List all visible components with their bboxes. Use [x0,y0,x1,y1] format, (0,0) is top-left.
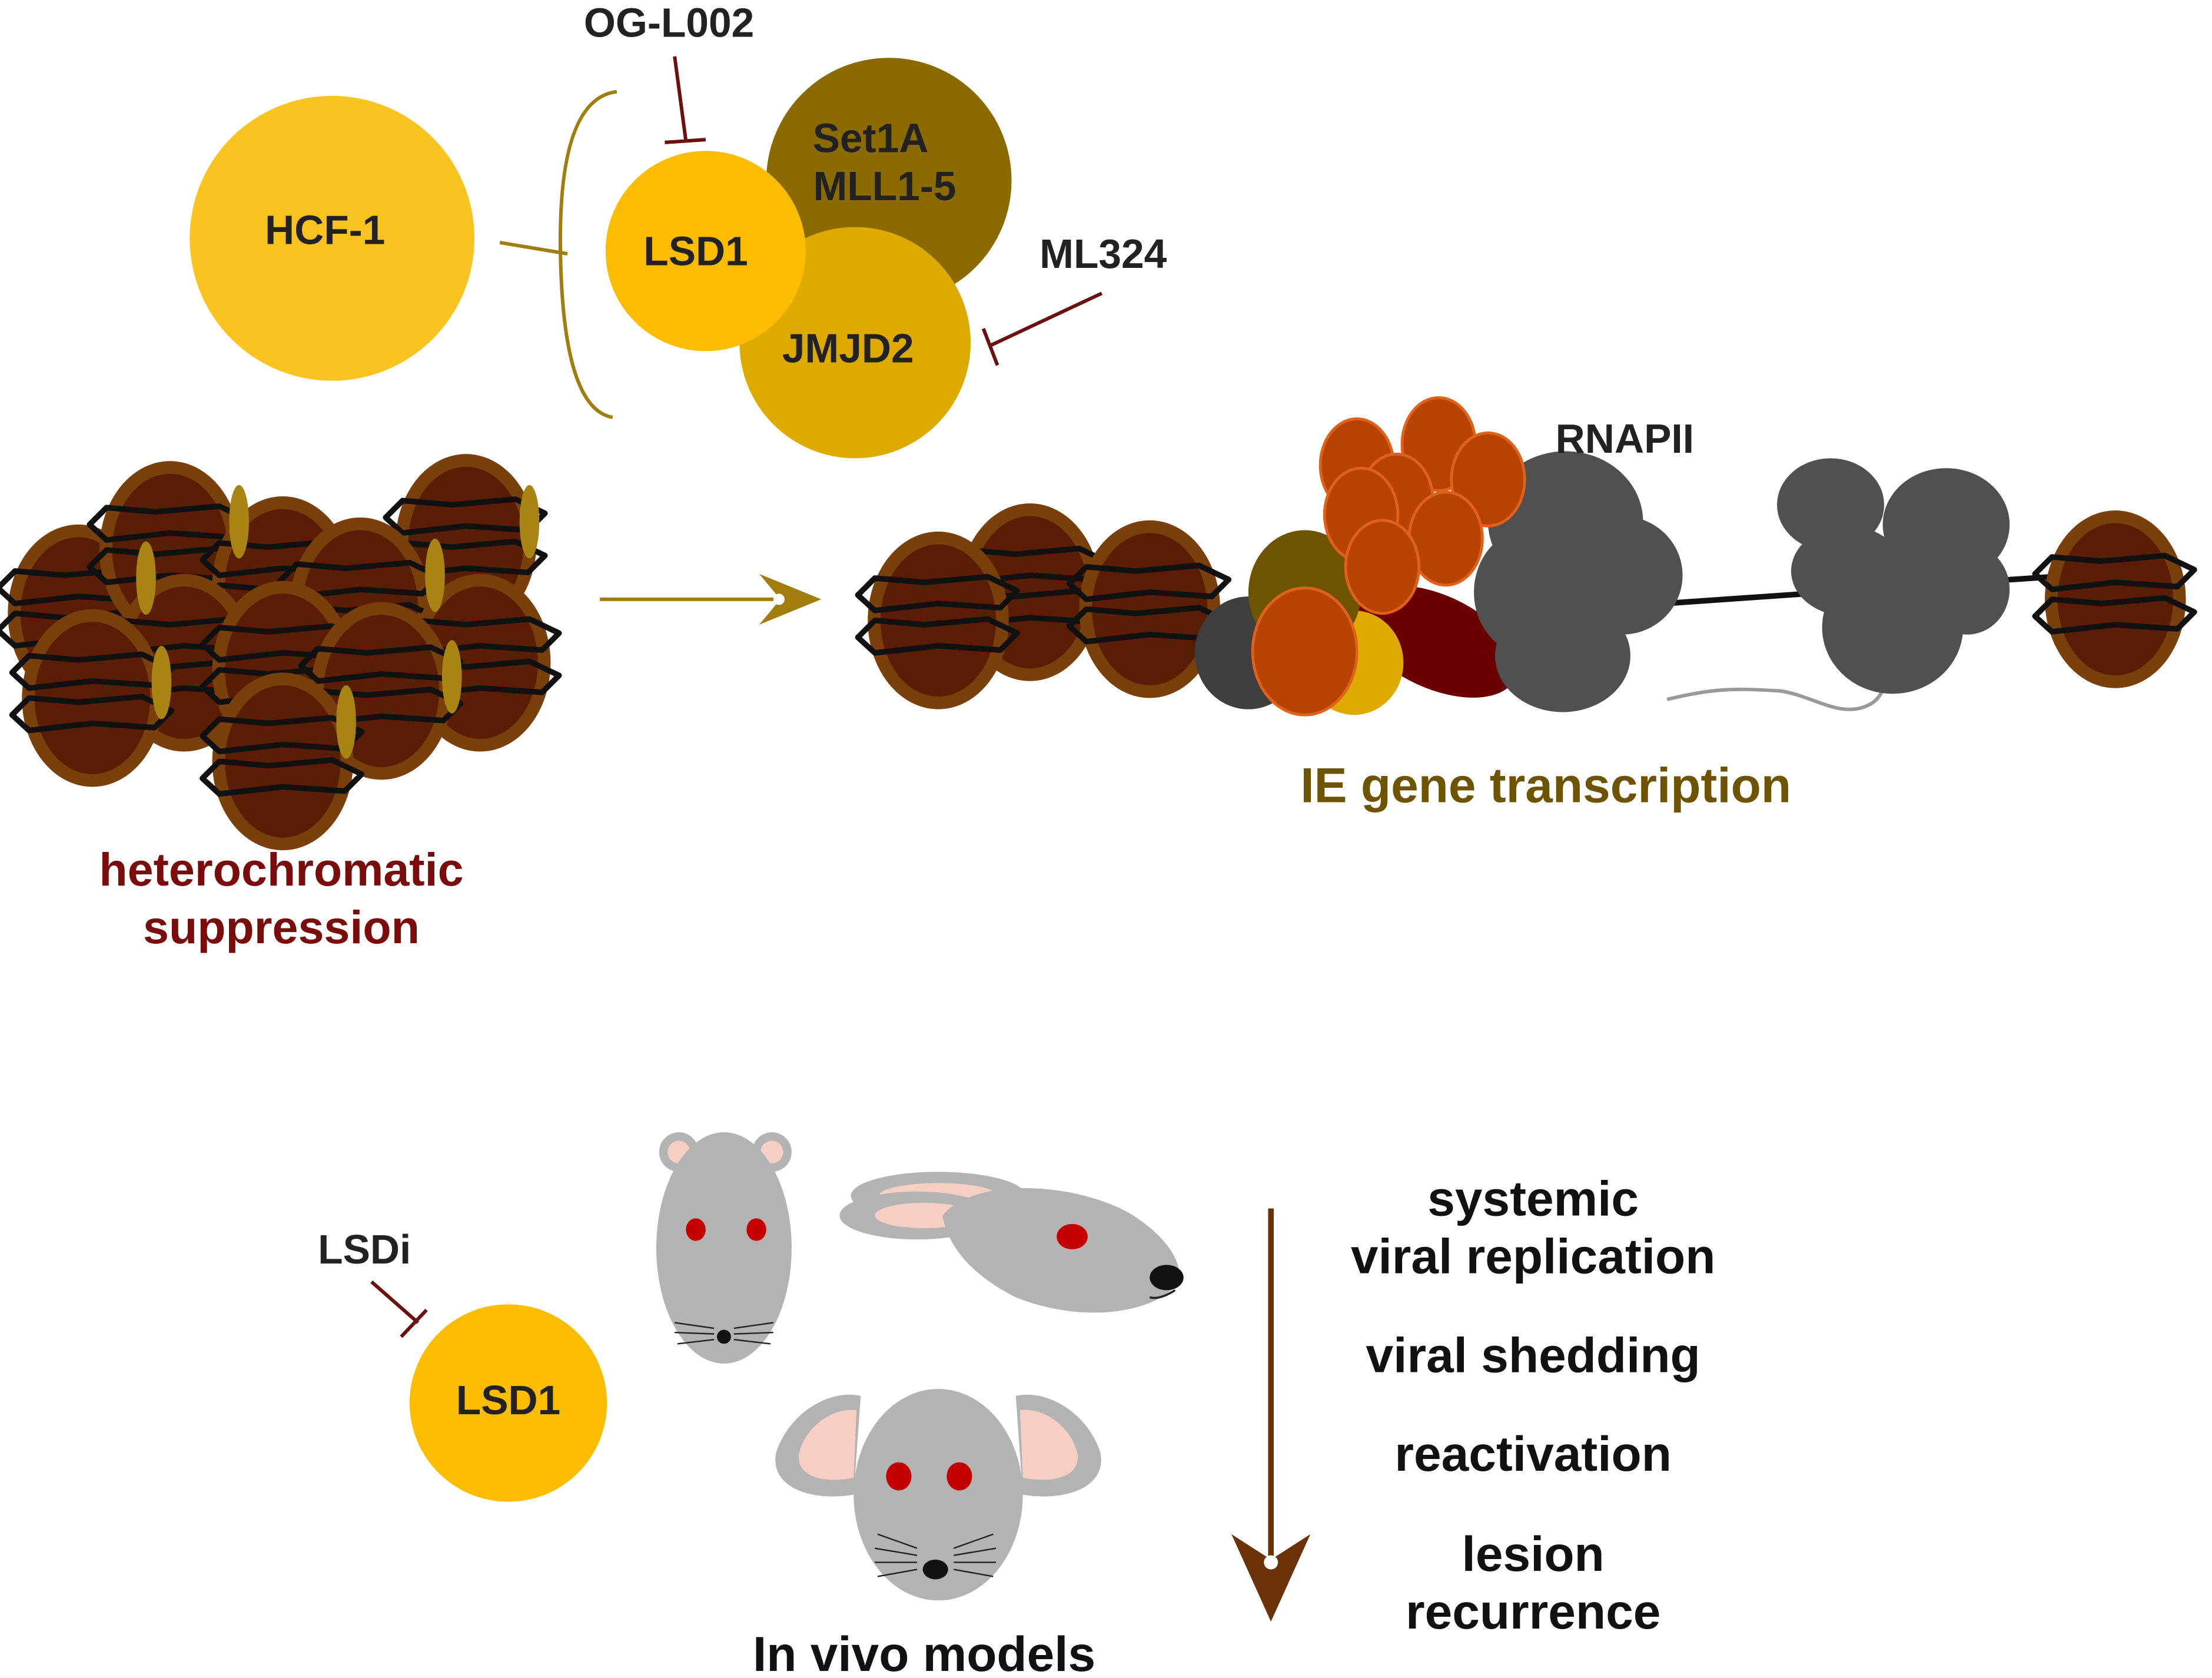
og-l002-label: OG-L002 [584,0,754,45]
outcome-systemic: systemic [1427,1170,1639,1226]
ie-transcription-label: IE gene transcription [1300,758,1791,813]
jmjd2-label: JMJD2 [782,326,914,372]
hcf1-label: HCF-1 [265,207,385,253]
set1a-label-line2: MLL1-5 [813,163,956,209]
rat-icon [775,1389,1101,1601]
outcome-list: systemic viral replication viral sheddin… [1351,1170,1716,1639]
outcome-arrow [1231,1208,1311,1622]
outcome-reactivation: reactivation [1394,1426,1671,1481]
hcf1-node: HCF-1 [190,95,475,381]
activation-arrow [600,573,822,625]
transcription-complex [1194,530,1518,717]
mouse-icon [656,1132,792,1364]
outcome-recurrence: recurrence [1406,1584,1660,1639]
lsd1-node: LSD1 [605,151,806,351]
rabbit-icon [839,1172,1184,1313]
lsdi-label: LSDi [318,1226,411,1272]
ml324-inhibition [981,291,1103,366]
rnapii-label: RNAPII [1556,416,1694,462]
hcf1-connector [499,240,568,256]
set1a-label-line1: Set1A [813,115,929,161]
lsd1-label: LSD1 [643,228,748,274]
heterochromatic-label: heterochromatic [99,843,463,896]
lsd1-target-node: LSD1 [409,1304,607,1502]
lsd1-target-label: LSD1 [456,1377,561,1423]
lsdi-inhibition [370,1280,428,1338]
rnapii-polymerase [1474,451,1683,712]
ml324-label: ML324 [1039,231,1167,277]
active-nucleosomes [858,503,1228,709]
og-l002-inhibition [665,56,706,144]
outcome-lesion: lesion [1462,1526,1605,1581]
rna-transcript [1666,662,1888,711]
outcome-viral-replication: viral replication [1351,1229,1716,1284]
in-vivo-caption: In vivo models [753,1626,1095,1678]
rnapii-downstream [1777,458,2010,694]
downstream-nucleosome [2035,510,2194,688]
mediator-subunits [1318,396,1526,615]
suppression-label: suppression [143,901,420,953]
outcome-viral-shedding: viral shedding [1366,1327,1700,1382]
heterochromatin-cluster [0,454,559,850]
complex-bracket [558,89,617,419]
